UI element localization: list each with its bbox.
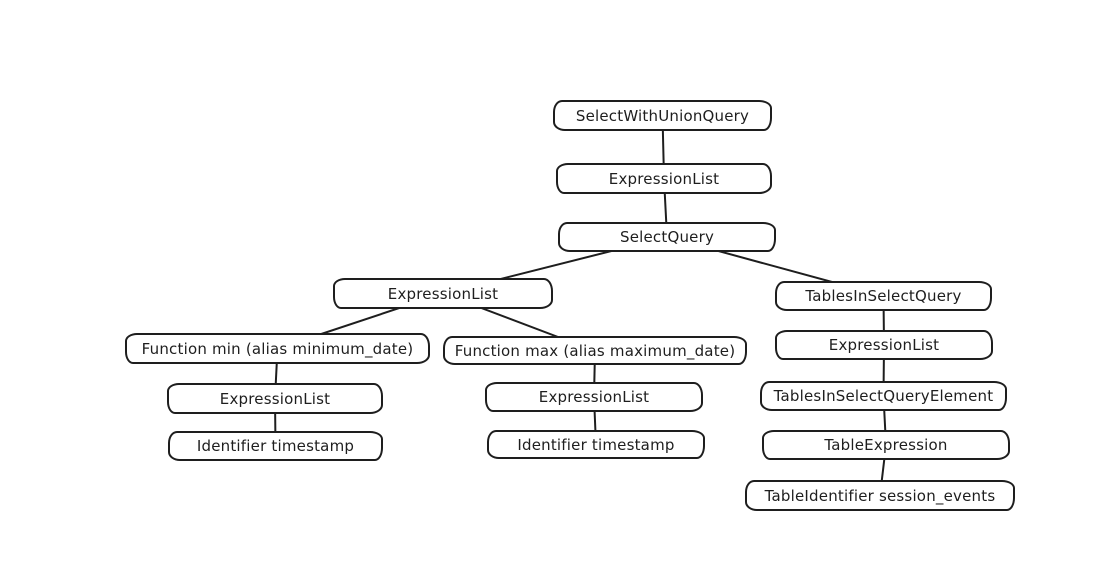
node-table-identifier-session-events: TableIdentifier session_events: [745, 480, 1015, 511]
node-expression-list-min: ExpressionList: [167, 383, 383, 414]
node-expression-list-max: ExpressionList: [485, 382, 703, 412]
node-select-query: SelectQuery: [558, 222, 776, 252]
node-expression-list-select: ExpressionList: [333, 278, 553, 309]
node-function-max: Function max (alias maximum_date): [443, 336, 747, 365]
node-table-expression: TableExpression: [762, 430, 1010, 460]
node-function-min: Function min (alias minimum_date): [125, 333, 430, 364]
node-identifier-timestamp-max: Identifier timestamp: [487, 430, 705, 459]
node-tables-in-select-query-element: TablesInSelectQueryElement: [760, 381, 1007, 411]
node-expression-list-tables: ExpressionList: [775, 330, 993, 360]
node-expression-list-root: ExpressionList: [556, 163, 772, 194]
node-identifier-timestamp-min: Identifier timestamp: [168, 431, 383, 461]
node-tables-in-select-query: TablesInSelectQuery: [775, 281, 992, 311]
node-select-with-union-query: SelectWithUnionQuery: [553, 100, 772, 131]
